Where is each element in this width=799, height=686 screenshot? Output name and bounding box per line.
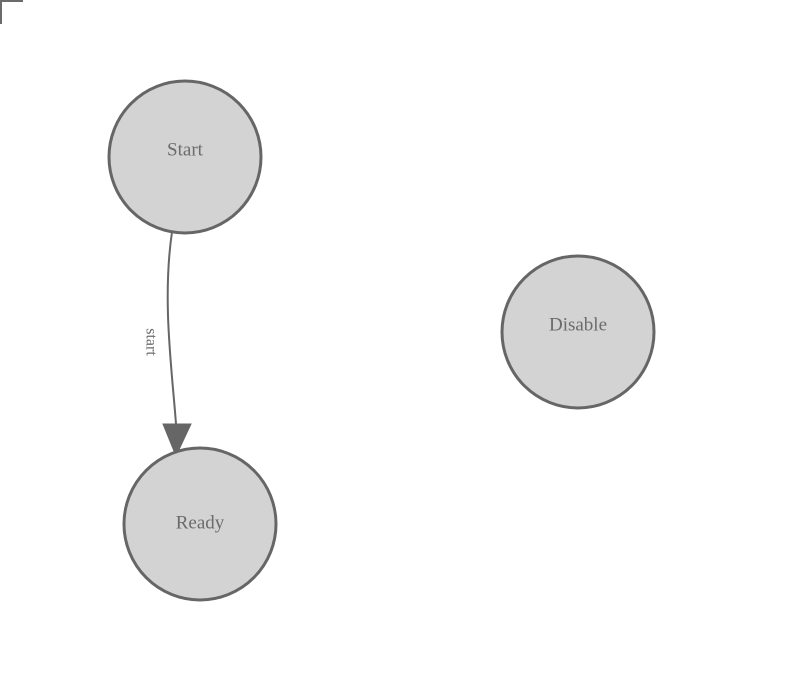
- state-node-start[interactable]: Start: [107, 79, 263, 235]
- arrowhead-icon: [162, 423, 192, 458]
- state-node-start-shape[interactable]: [107, 79, 263, 235]
- state-node-ready-label: Ready: [176, 512, 225, 533]
- state-node-ready[interactable]: Ready: [122, 446, 278, 602]
- state-node-ready-shape[interactable]: [122, 446, 278, 602]
- state-node-disable-label: Disable: [549, 314, 607, 335]
- state-node-disable-shape[interactable]: [500, 254, 656, 410]
- edge-line: [166, 231, 177, 425]
- edge-label-start: start: [142, 328, 159, 356]
- state-node-start-label: Start: [167, 139, 204, 160]
- crop-corner-mark-icon: [0, 0, 23, 24]
- edge-start-to-ready[interactable]: start: [142, 231, 192, 458]
- state-node-disable[interactable]: Disable: [500, 254, 656, 410]
